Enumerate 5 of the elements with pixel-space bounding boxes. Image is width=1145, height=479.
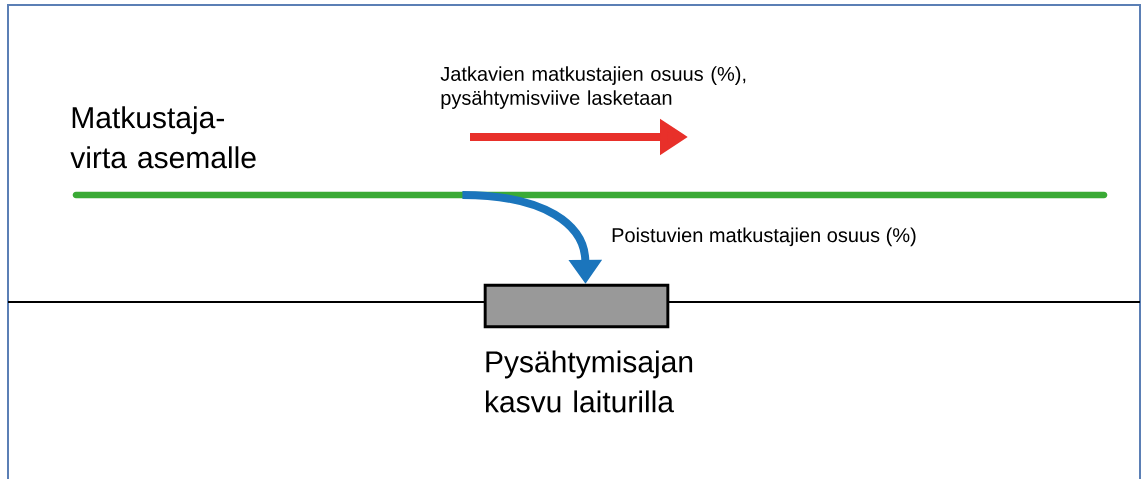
annotation-text: Jatkavien matkustajien osuus (%), pysähtymisviive lasketaan	[440, 66, 746, 109]
platform-box	[483, 283, 670, 329]
platform-caption: Pysähtymisajan kasvu laiturilla	[486, 350, 693, 413]
edge-label: Poistuvien matkustajien osuus (%)	[612, 227, 916, 247]
flow-label: Matkustaja- virta asemalle	[70, 106, 256, 169]
